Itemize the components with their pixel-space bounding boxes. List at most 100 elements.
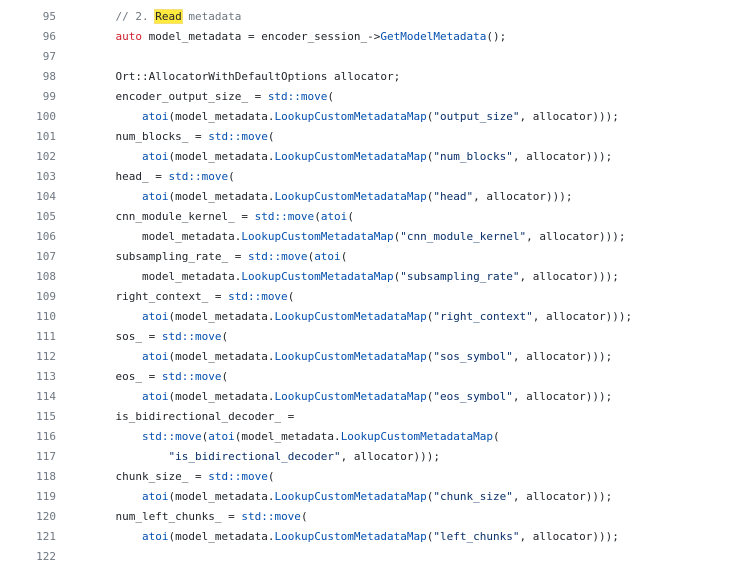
code-token: ( [426, 149, 434, 163]
code-line: 117 "is_bidirectional_decoder", allocato… [0, 446, 632, 466]
code-token: , allocator))); [512, 349, 613, 363]
code-token: ( [426, 529, 434, 543]
code-token: num_blocks_ = [89, 129, 209, 143]
code-token: "output_size" [433, 109, 520, 123]
line-number[interactable]: 120 [36, 509, 56, 523]
code-token: "left_chunks" [433, 529, 520, 543]
code-line: 102 atoi(model_metadata.LookupCustomMeta… [0, 146, 632, 166]
code-content: atoi(model_metadata.LookupCustomMetadata… [89, 526, 632, 546]
code-token: , allocator))); [512, 489, 613, 503]
line-number[interactable]: 103 [36, 169, 56, 183]
line-number[interactable]: 105 [36, 209, 56, 223]
code-line: 120 num_left_chunks_ = std::move( [0, 506, 632, 526]
code-content: "is_bidirectional_decoder", allocator)))… [89, 446, 632, 466]
code-token: , allocator))); [526, 229, 626, 243]
code-token: ( [426, 389, 434, 403]
code-token: Ort::AllocatorWithDefaultOptions allocat… [89, 69, 401, 83]
code-token: LookupCustomMetadataMap [274, 489, 427, 503]
line-number[interactable]: 101 [36, 129, 56, 143]
code-token: LookupCustomMetadataMap [241, 229, 394, 243]
code-token: atoi [141, 349, 169, 363]
line-number[interactable]: 104 [36, 189, 56, 203]
code-token: std::move [247, 249, 308, 263]
code-token: num_left_chunks_ = [89, 509, 242, 523]
line-number[interactable]: 106 [36, 229, 56, 243]
code-token: ( [426, 109, 434, 123]
line-number[interactable]: 116 [36, 429, 56, 443]
code-token: std::move [241, 509, 301, 523]
code-token: atoi [208, 429, 235, 443]
code-token: ( [426, 189, 434, 203]
code-token: model_metadata. [89, 229, 242, 243]
code-token: atoi [320, 209, 348, 223]
code-content: auto model_metadata = encoder_session_->… [89, 26, 632, 46]
line-number[interactable]: 102 [36, 149, 56, 163]
code-line: 100 atoi(model_metadata.LookupCustomMeta… [0, 106, 632, 126]
line-number[interactable]: 119 [36, 489, 56, 503]
line-number[interactable]: 113 [36, 369, 56, 383]
line-number[interactable]: 109 [36, 289, 56, 303]
code-token: ( [340, 249, 348, 263]
line-number[interactable]: 112 [36, 349, 56, 363]
code-token: GetModelMetadata [380, 29, 487, 43]
code-content: model_metadata.LookupCustomMetadataMap("… [89, 266, 632, 286]
line-number[interactable]: 95 [42, 9, 56, 23]
code-token: ( [267, 469, 275, 483]
line-number[interactable]: 97 [42, 49, 56, 63]
code-content: atoi(model_metadata.LookupCustomMetadata… [89, 146, 632, 166]
code-content: head_ = std::move( [89, 166, 632, 186]
code-token: // 2. [115, 9, 156, 23]
code-content: atoi(model_metadata.LookupCustomMetadata… [89, 186, 632, 206]
line-number[interactable]: 96 [42, 29, 56, 43]
code-token: atoi [141, 389, 169, 403]
line-number[interactable]: 122 [36, 549, 56, 563]
line-number[interactable]: 107 [36, 249, 56, 263]
code-content: right_context_ = std::move( [89, 286, 632, 306]
line-number[interactable]: 117 [36, 449, 56, 463]
code-token: is_bidirectional_decoder_ = [89, 409, 295, 423]
code-content: // 2. Read metadata [89, 6, 632, 26]
line-number[interactable]: 100 [36, 109, 56, 123]
line-number[interactable]: 121 [36, 529, 56, 543]
code-token: LookupCustomMetadataMap [274, 349, 427, 363]
code-content [89, 46, 632, 66]
code-token [89, 150, 142, 163]
code-token [89, 350, 142, 363]
line-number[interactable]: 98 [42, 69, 56, 83]
code-content: atoi(model_metadata.LookupCustomMetadata… [89, 106, 632, 126]
line-number[interactable]: 111 [36, 329, 56, 343]
code-token: atoi [141, 489, 169, 503]
code-token [89, 10, 116, 23]
code-content: subsampling_rate_ = std::move(atoi( [89, 246, 632, 266]
code-token: , allocator))); [512, 389, 613, 403]
code-token: ( [493, 429, 500, 443]
code-token: subsampling_rate_ = [89, 249, 248, 263]
code-line: 107 subsampling_rate_ = std::move(atoi( [0, 246, 632, 266]
code-line: 118 chunk_size_ = std::move( [0, 466, 632, 486]
line-number[interactable]: 115 [36, 409, 56, 423]
code-line: 96 auto model_metadata = encoder_session… [0, 26, 632, 46]
code-token: ( [327, 89, 335, 103]
code-token: , allocator))); [473, 189, 573, 203]
line-number[interactable]: 110 [36, 309, 56, 323]
line-number[interactable]: 99 [42, 89, 56, 103]
line-number[interactable]: 108 [36, 269, 56, 283]
line-number[interactable]: 118 [36, 469, 56, 483]
code-token: cnn_module_kernel_ = [89, 209, 255, 223]
code-content: atoi(model_metadata.LookupCustomMetadata… [89, 486, 632, 506]
code-token [89, 490, 142, 503]
code-token: "subsampling_rate" [400, 269, 520, 283]
code-token: , allocator))); [519, 269, 619, 283]
code-token: "num_blocks" [433, 149, 513, 163]
code-token: ( [426, 349, 434, 363]
code-token: std::move [161, 369, 222, 383]
code-line: 99 encoder_output_size_ = std::move( [0, 86, 632, 106]
code-token: std::move [141, 429, 202, 443]
code-token: std::move [168, 169, 229, 183]
code-token [89, 530, 142, 543]
code-token: ( [426, 309, 434, 323]
code-token: (model_metadata. [168, 189, 275, 203]
line-number[interactable]: 114 [36, 389, 56, 403]
code-token: right_context_ = [89, 289, 229, 303]
code-content: atoi(model_metadata.LookupCustomMetadata… [89, 386, 632, 406]
